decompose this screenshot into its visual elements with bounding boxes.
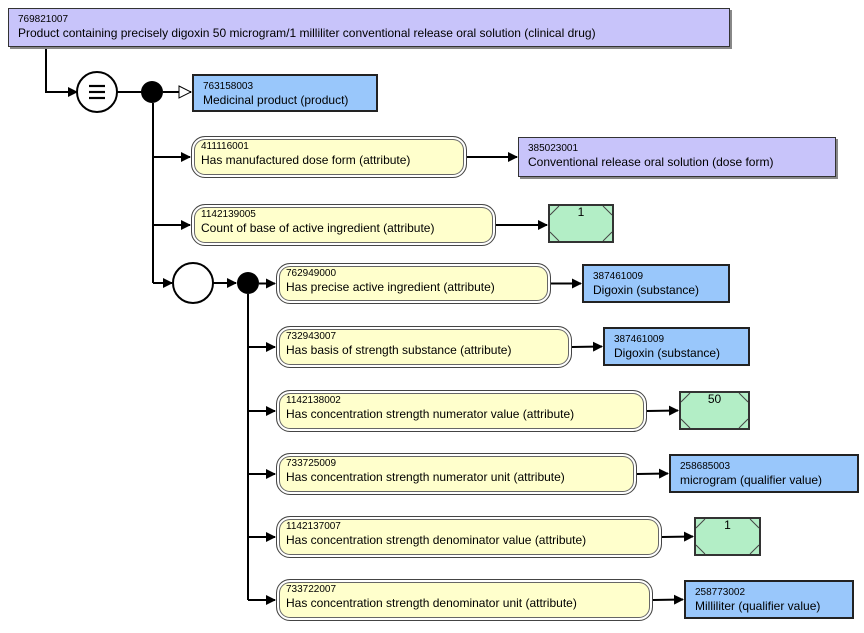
corner-notch <box>602 231 612 241</box>
attribute-code: 732943007 <box>286 331 337 342</box>
corner-notch <box>681 418 691 428</box>
corner-notch <box>749 544 759 554</box>
concept-code: 258773002 <box>695 587 746 598</box>
value-concept[interactable]: 385023001 Conventional release oral solu… <box>518 137 836 177</box>
attribute-label: Has basis of strength substance (attribu… <box>286 343 512 357</box>
attribute-node[interactable]: 762949000 Has precise active ingredient … <box>276 263 551 304</box>
value-connector <box>636 468 669 479</box>
connector-lines <box>45 47 694 605</box>
attribute-label: Has concentration strength numerator val… <box>286 407 575 421</box>
concrete-value[interactable]: 50 <box>679 391 750 430</box>
corner-notch <box>696 544 706 554</box>
concrete-value-label: 1 <box>577 205 585 219</box>
concept-code: 769821007 <box>18 14 69 25</box>
attribute-code: 1142137007 <box>286 521 341 532</box>
attribute-label: Has manufactured dose form (attribute) <box>201 153 411 167</box>
concept-code: 387461009 <box>593 271 644 282</box>
conjunction-dot <box>141 81 163 103</box>
concept-label: Digoxin (substance) <box>593 283 700 297</box>
concrete-value[interactable]: 1 <box>548 204 614 243</box>
role-group-circle <box>172 262 214 304</box>
attribute-label: Has concentration strength denominator u… <box>286 596 577 610</box>
attribute-label: Has precise active ingredient (attribute… <box>286 280 495 294</box>
concept-code: 763158003 <box>203 81 254 92</box>
value-connector <box>661 531 694 542</box>
concept-label: Medicinal product (product) <box>203 93 349 107</box>
concept-label: microgram (qualifier value) <box>680 473 823 487</box>
attribute-code: 1142139005 <box>201 209 256 220</box>
attribute-code: 733722007 <box>286 584 337 595</box>
concept-code: 387461009 <box>614 334 665 345</box>
attribute-label: Has concentration strength denominator v… <box>286 533 587 547</box>
connector-symbols <box>76 71 259 304</box>
value-concept[interactable]: 387461009 Digoxin (substance) <box>582 264 730 303</box>
concept-code: 258685003 <box>680 461 731 472</box>
concrete-value[interactable]: 1 <box>694 517 761 556</box>
attribute-code: 411116001 <box>201 141 249 152</box>
concrete-value-label: 50 <box>707 392 722 406</box>
focus-concept[interactable]: 769821007 Product containing precisely d… <box>8 8 730 47</box>
concept-label: Conventional release oral solution (dose… <box>528 155 774 169</box>
group-conjunction-dot <box>237 272 259 294</box>
concept-label: Digoxin (substance) <box>614 346 721 360</box>
value-concept[interactable]: 258773002 Milliliter (qualifier value) <box>684 580 854 619</box>
attribute-node[interactable]: 1142139005 Count of base of active ingre… <box>191 204 496 246</box>
attribute-node[interactable]: 1142137007 Has concentration strength de… <box>276 516 662 558</box>
value-connector <box>652 594 684 605</box>
concept-label: Product containing precisely digoxin 50 … <box>18 26 596 40</box>
attribute-code: 1142138002 <box>286 395 341 406</box>
attribute-code: 733725009 <box>286 458 337 469</box>
attribute-label: Count of base of active ingredient (attr… <box>201 221 435 235</box>
value-connector <box>571 341 603 352</box>
value-connector <box>646 405 679 416</box>
corner-notch <box>738 418 748 428</box>
attribute-node[interactable]: 733722007 Has concentration strength den… <box>276 579 653 621</box>
attribute-node[interactable]: 732943007 Has basis of strength substanc… <box>276 326 572 368</box>
focus-to-status-connector <box>45 47 78 97</box>
value-concept[interactable]: 258685003 microgram (qualifier value) <box>669 454 859 493</box>
attribute-label: Has concentration strength numerator uni… <box>286 470 565 484</box>
parent-concept[interactable]: 763158003 Medicinal product (product) <box>192 74 378 112</box>
concept-label: Milliliter (qualifier value) <box>695 599 821 613</box>
concrete-value-label: 1 <box>724 518 731 532</box>
corner-notch <box>550 231 560 241</box>
concept-code: 385023001 <box>528 143 579 154</box>
attribute-node[interactable]: 411116001 Has manufactured dose form (at… <box>191 136 467 178</box>
attribute-node[interactable]: 733725009 Has concentration strength num… <box>276 453 637 495</box>
attribute-code: 762949000 <box>286 268 337 279</box>
value-concept[interactable]: 387461009 Digoxin (substance) <box>603 327 750 366</box>
attribute-node[interactable]: 1142138002 Has concentration strength nu… <box>276 390 647 432</box>
